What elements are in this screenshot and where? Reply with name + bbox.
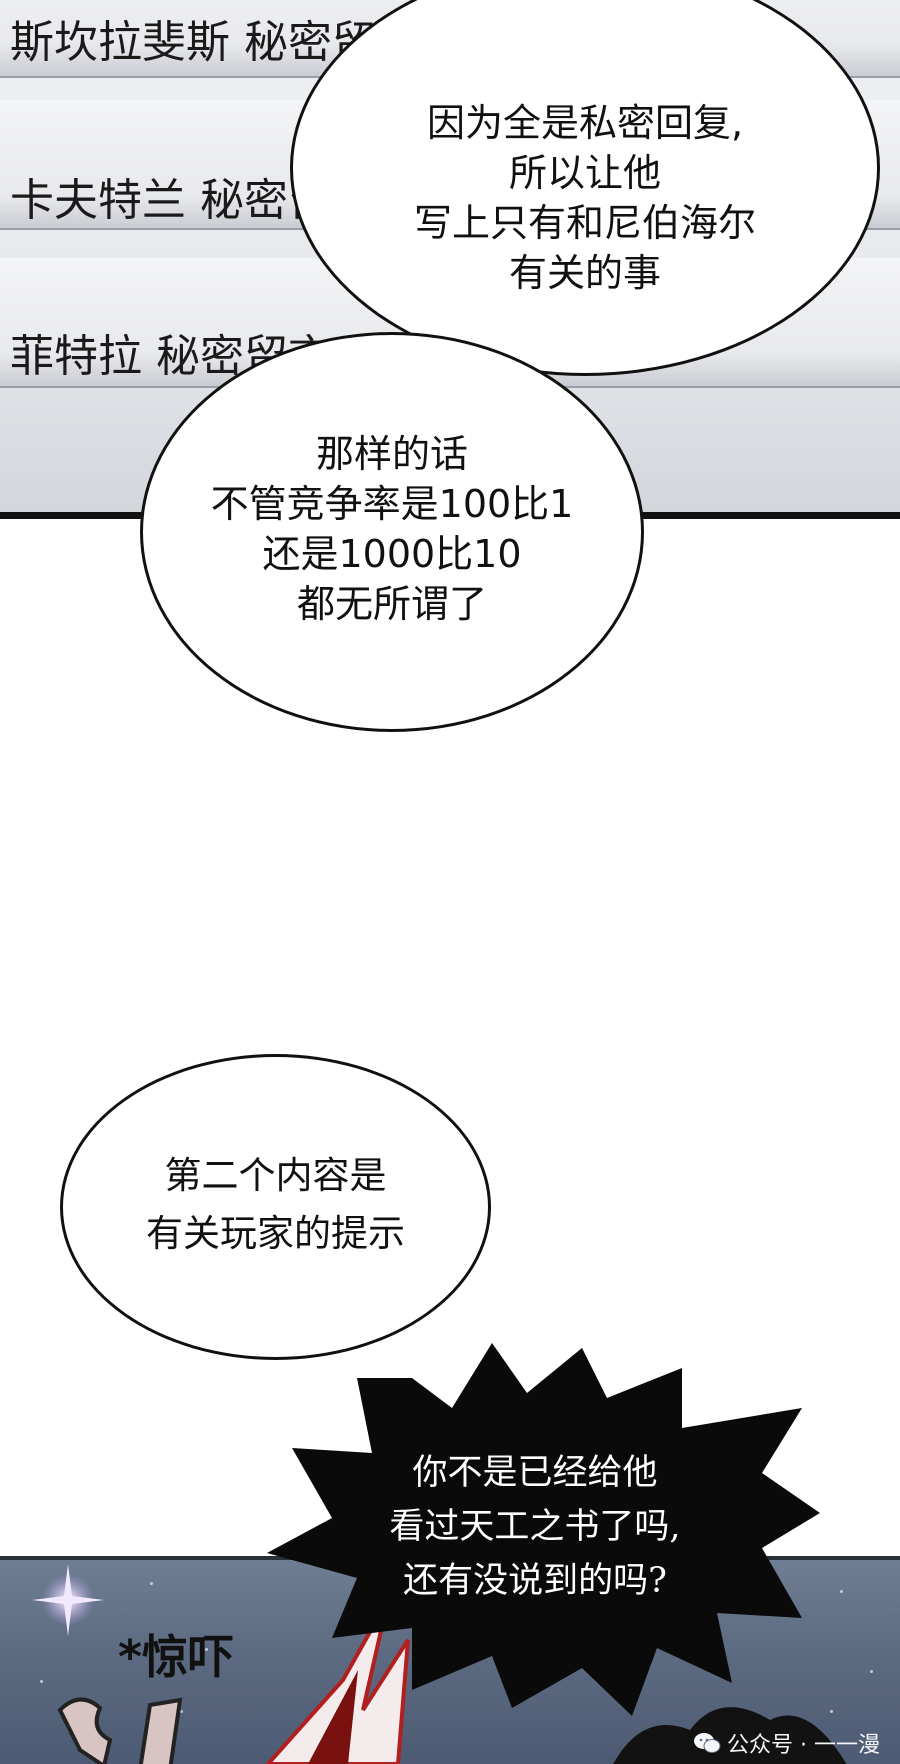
star — [870, 1670, 873, 1673]
bubble-line: 有关玩家的提示 — [146, 1212, 405, 1255]
bubble-line: 因为全是私密回复, — [426, 101, 744, 145]
bubble-line: 看过天工之书了吗, — [389, 1507, 681, 1547]
watermark: 公众号 · 一一漫 — [693, 1727, 880, 1759]
bubble-line: 还有没说到的吗? — [403, 1561, 667, 1601]
sparkle-icon — [32, 1564, 104, 1636]
bubble-line: 还是1000比10 — [262, 532, 522, 576]
speech-bubble-text: 因为全是私密回复, 所以让他 写上只有和尼伯海尔 有关的事 — [293, 98, 877, 298]
speech-bubble-text: 那样的话 不管竞争率是100比1 还是1000比10 都无所谓了 — [143, 429, 641, 629]
shout-bubble — [267, 1343, 820, 1716]
sound-effect-lettering — [57, 1697, 183, 1764]
wechat-icon — [694, 1733, 721, 1753]
bubble-line: 你不是已经给他 — [412, 1453, 658, 1493]
speech-bubble-text: 第二个内容是 有关玩家的提示 — [63, 1147, 488, 1263]
speech-bubble-3: 第二个内容是 有关玩家的提示 — [60, 1054, 491, 1360]
sound-effect-text: *惊吓 — [118, 1630, 235, 1684]
bubble-line: 不管竞争率是100比1 — [210, 482, 574, 526]
bubble-line: 第二个内容是 — [164, 1154, 387, 1197]
character-hair-strands — [265, 1599, 410, 1764]
bubble-line: 所以让他 — [508, 151, 661, 195]
star — [150, 1582, 153, 1585]
speech-bubble-1: 因为全是私密回复, 所以让他 写上只有和尼伯海尔 有关的事 — [290, 0, 880, 376]
star — [840, 1590, 843, 1593]
watermark-text: 公众号 · 一一漫 — [727, 1733, 880, 1758]
bubble-line: 那样的话 — [315, 432, 468, 476]
star — [830, 1710, 833, 1713]
character-silhouette — [613, 1707, 847, 1764]
shout-bubble-text: 你不是已经给他 看过天工之书了吗, 还有没说到的吗? — [300, 1446, 770, 1608]
bubble-line: 写上只有和尼伯海尔 — [413, 201, 756, 245]
speech-bubble-2: 那样的话 不管竞争率是100比1 还是1000比10 都无所谓了 — [140, 332, 644, 732]
star — [40, 1680, 43, 1683]
bubble-line: 有关的事 — [508, 251, 661, 295]
star — [205, 1648, 208, 1651]
bubble-line: 都无所谓了 — [296, 582, 487, 626]
star — [180, 1710, 183, 1713]
